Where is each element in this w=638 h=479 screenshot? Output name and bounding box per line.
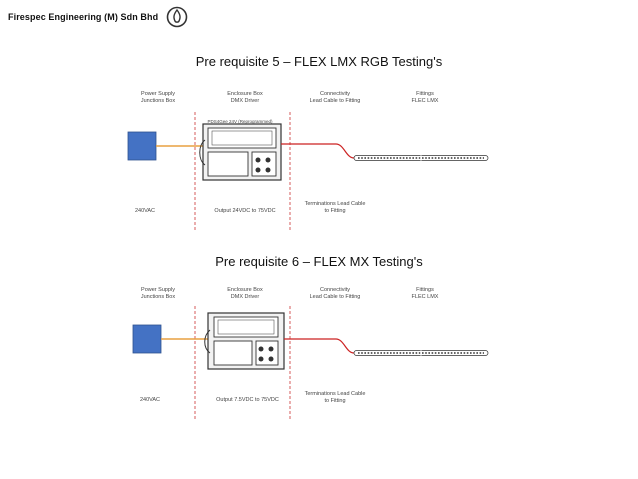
diagram-2-col-connectivity: Connectivity Lead Cable to Fitting [309,287,361,300]
diagram-1-title: Pre requisite 5 – FLEX LMX RGB Testing's [195,54,443,69]
diagram-1-col-enclosure: Enclosure Box DMX Driver [227,91,263,104]
diagram-2-output: Output 7.5VDC to 75VDC [216,397,279,403]
diagram-1-supply-box [127,131,157,161]
diagram-1-voltage: 240VAC [134,208,156,214]
diagram-1-driver-label: PDS4Gee 24V (Reprogrammed) [207,119,273,124]
diagram-2-title: Pre requisite 6 – FLEX MX Testing's [215,254,423,269]
diagram-1-col-fittings: Fittings FLEC LMX [411,91,439,104]
header: Firespec Engineering (M) Sdn Bhd [8,6,188,28]
diagram-1-col-connectivity: Connectivity Lead Cable to Fitting [309,91,361,104]
diagram-2-driver-box [204,312,285,370]
diagram-1-output: Output 24VDC to 75VDC [214,208,276,214]
diagram-1-driver-box [199,123,282,181]
diagram-1-graphics [127,112,489,232]
flame-ring-logo-icon [166,6,188,28]
diagram-2-col-power: Power Supply Junctions Box [140,287,176,300]
diagram-2-col-enclosure: Enclosure Box DMX Driver [227,287,263,300]
diagram-1-led-strip [353,155,489,161]
diagram-1-col-power: Power Supply Junctions Box [140,91,176,104]
company-name: Firespec Engineering (M) Sdn Bhd [8,12,159,22]
diagram-2-lead-cable [284,338,355,354]
diagram-1-lead-cable [281,143,355,159]
diagram-2-col-fittings: Fittings FLEC LMX [411,287,439,300]
diagram-2-led-strip [353,350,489,356]
diagram-2-supply-box [132,324,162,354]
diagram-2-graphics [132,306,489,420]
diagram-2-voltage: 240VAC [139,397,161,403]
diagram-2-terminations: Terminations Lead Cable to Fitting [304,391,366,404]
diagram-1-terminations: Terminations Lead Cable to Fitting [304,201,366,214]
